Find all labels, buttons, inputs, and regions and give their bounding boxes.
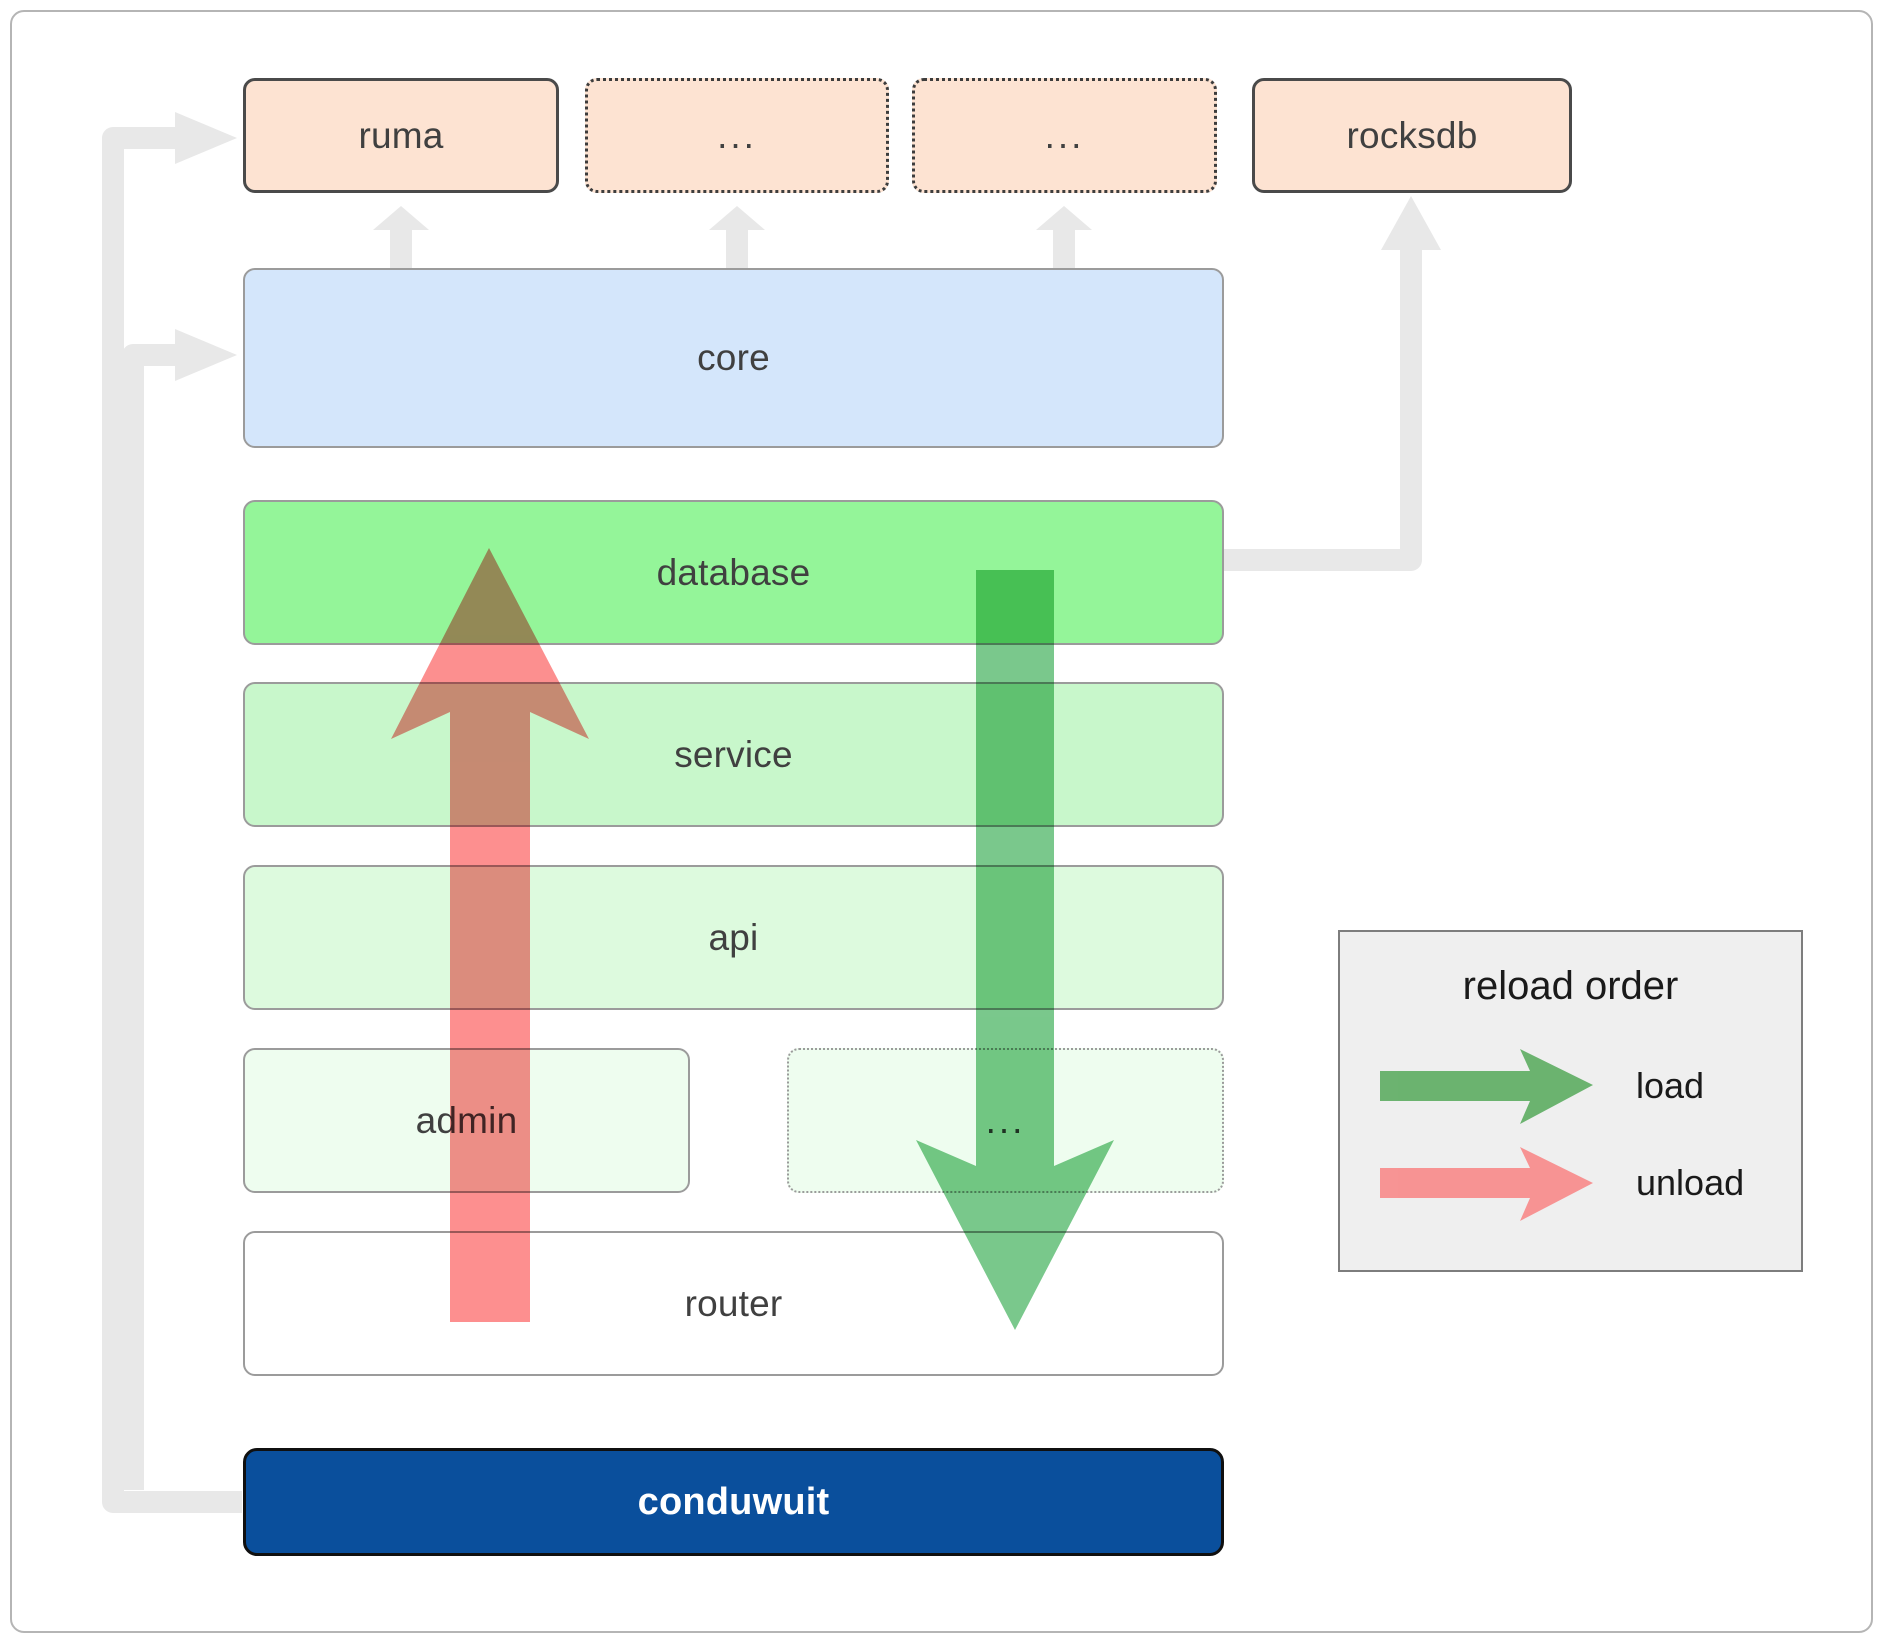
legend-panel: reload order load unload	[1338, 930, 1803, 1272]
connector-core-to-dep2	[709, 206, 765, 274]
legend-title: reload order	[1462, 964, 1679, 1008]
layer-box-service[interactable]: service	[243, 682, 1224, 827]
unload-flow-arrow	[391, 548, 589, 1322]
load-flow-arrow	[916, 570, 1114, 1330]
unload-arrow-icon	[1380, 1147, 1593, 1221]
dependency-box-2[interactable]: ...	[585, 78, 889, 193]
legend-label-load: load	[1636, 1065, 1705, 1106]
connector-database-to-rocksdb	[1222, 196, 1441, 571]
connector-core-to-dep3	[1036, 206, 1092, 274]
load-arrow-icon	[1380, 1049, 1593, 1124]
legend-label-unload: unload	[1636, 1162, 1745, 1203]
layer-box-core[interactable]: core	[243, 268, 1224, 448]
connector-core-to-ruma	[373, 206, 429, 274]
layer-box-router[interactable]: router	[243, 1231, 1224, 1376]
legend-arrow-icons	[1380, 1049, 1593, 1221]
connector-conduwuit-to-core	[122, 329, 237, 1490]
connector-conduwuit-to-ruma	[102, 112, 242, 1513]
